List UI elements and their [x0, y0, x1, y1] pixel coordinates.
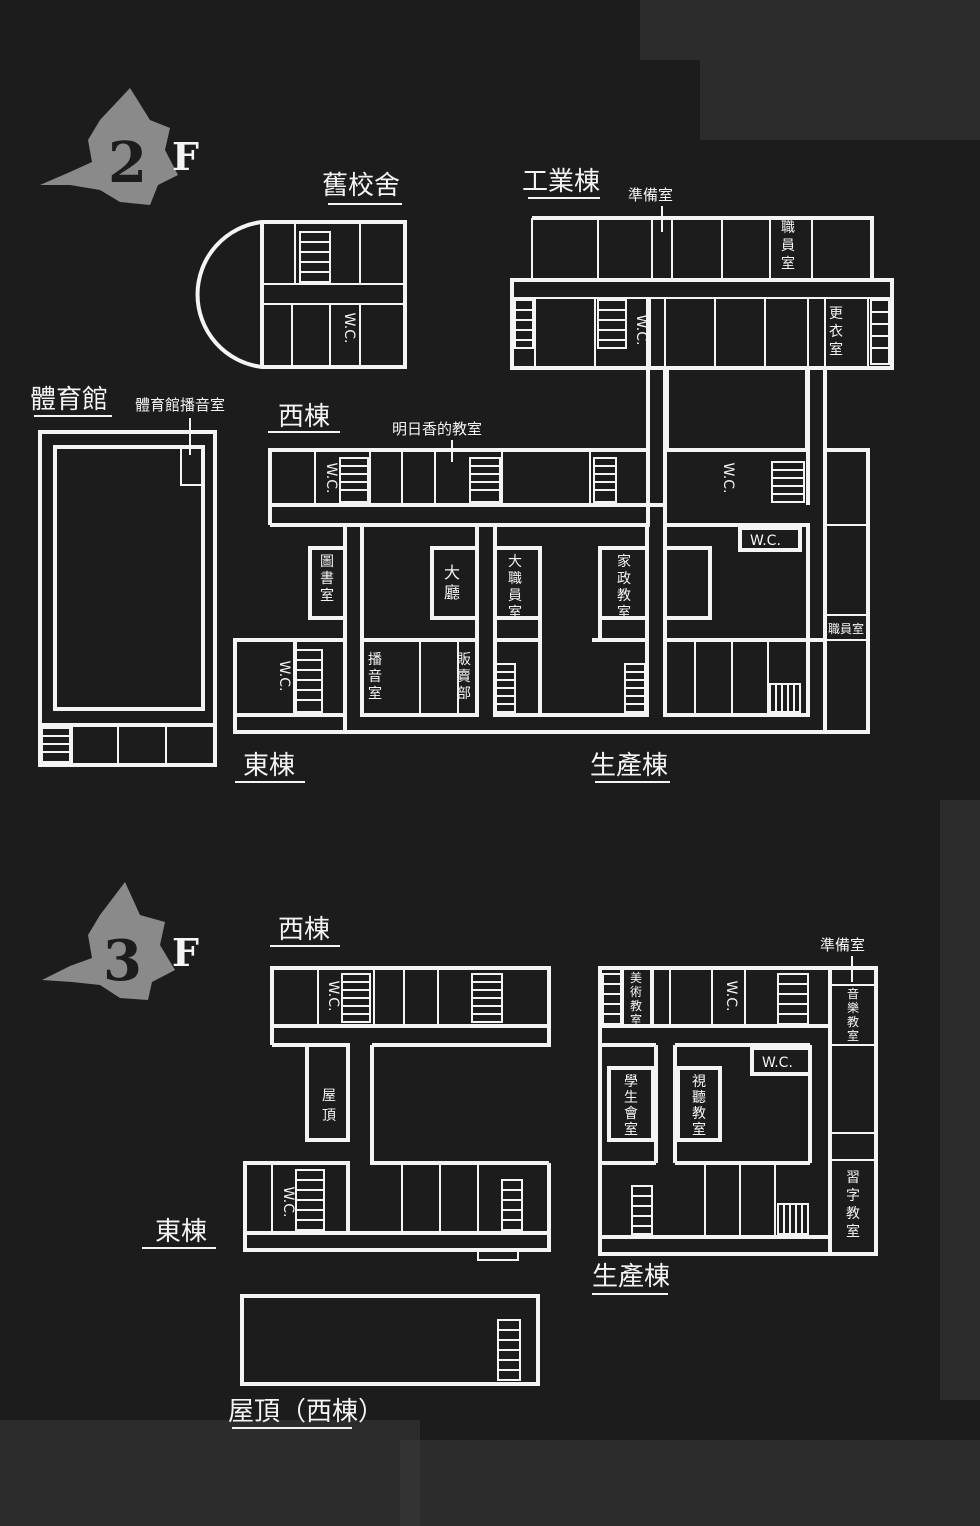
label-home-ec: 家政教室 — [617, 553, 631, 621]
floor-3-badge: 3 F — [42, 882, 199, 1000]
label-east-2f: 東棟 — [243, 751, 295, 781]
label-study-room: 習字教室 — [846, 1170, 860, 1240]
label-library: 圖書室 — [320, 554, 334, 604]
label-student-council: 學生會室 — [624, 1074, 638, 1138]
stairs — [41, 727, 71, 763]
building-west-3f: W.C. 屋頂 W.C. — [243, 966, 551, 1261]
wc-label: W.C. — [723, 981, 739, 1012]
label-prep-room-2f: 準備室 — [628, 186, 673, 204]
building-gym-2f — [38, 430, 217, 767]
label-rooftop-west: 屋頂（西棟） — [228, 1397, 384, 1427]
wc-label: W.C. — [276, 661, 292, 692]
wc-label: W.C. — [633, 315, 649, 346]
stairs — [295, 1169, 523, 1231]
label-shop: 販賣部 — [457, 652, 471, 702]
building-old-school-2f: W.C. — [195, 220, 407, 369]
label-av-room: 視聽教室 — [692, 1074, 706, 1138]
wc-label: W.C. — [280, 1187, 296, 1218]
floor-3-number: 3 — [103, 928, 142, 994]
label-locker-room: 更衣室 — [829, 306, 843, 358]
label-staff-room-2f: 職員室 — [781, 220, 795, 272]
wc-label: W.C. — [341, 313, 357, 344]
wc-label: W.C. — [325, 981, 341, 1012]
floor-3-suffix: F — [172, 930, 199, 975]
label-staff-room-small: 職員室 — [828, 621, 864, 636]
floor-2-number: 2 — [108, 130, 147, 196]
label-west-2f: 西棟 — [278, 402, 330, 432]
stairs — [514, 299, 890, 365]
stairs — [602, 973, 809, 1235]
label-prep-room-3f: 準備室 — [820, 936, 865, 954]
stairs — [339, 457, 805, 503]
label-music-room: 音樂教室 — [847, 986, 859, 1043]
wc-label: W.C. — [720, 463, 736, 494]
stairs — [295, 649, 801, 713]
building-industrial-2f: W.C. 職員室 更衣室 職員室 — [510, 216, 894, 734]
wc-label-3f: W.C. — [762, 1055, 793, 1071]
label-industrial: 工業棟 — [522, 167, 600, 197]
label-broadcast: 播音室 — [368, 652, 382, 702]
label-gym: 體育館 — [30, 385, 108, 415]
building-production-3f: W.C. 美術教室 音樂教室 學生會室 視聽教室 習字教室 W.C. — [598, 966, 878, 1256]
label-rooftop-3f: 屋頂 — [322, 1088, 336, 1124]
label-old-school: 舊校舍 — [322, 171, 400, 201]
label-art-room: 美術教室 — [630, 971, 642, 1027]
label-hall: 大廳 — [444, 563, 460, 602]
building-west-2f: W.C. W.C. — [268, 448, 805, 527]
label-production-2f: 生產棟 — [590, 751, 668, 781]
label-asuka-classroom: 明日香的教室 — [392, 420, 482, 438]
wc-label-2f: W.C. — [750, 533, 781, 549]
floor-2-suffix: F — [172, 134, 199, 179]
label-production-3f: 生產棟 — [592, 1262, 670, 1292]
building-rooftop-west — [240, 1294, 540, 1386]
label-gym-broadcast: 體育館播音室 — [135, 396, 225, 414]
stairs — [299, 231, 331, 283]
stairs — [497, 1319, 521, 1381]
floor-2-badge: 2 F — [40, 88, 199, 205]
label-west-3f: 西棟 — [278, 915, 330, 945]
wc-label: W.C. — [323, 463, 339, 494]
label-main-staff-room: 大職員室 — [508, 554, 522, 621]
building-east-production-2f: 圖書室 大廳 大職員室 家政教室 播音室 販賣部 W.C. W.C. — [233, 503, 827, 734]
label-east-3f: 東棟 — [155, 1217, 207, 1247]
stairs — [341, 973, 503, 1023]
